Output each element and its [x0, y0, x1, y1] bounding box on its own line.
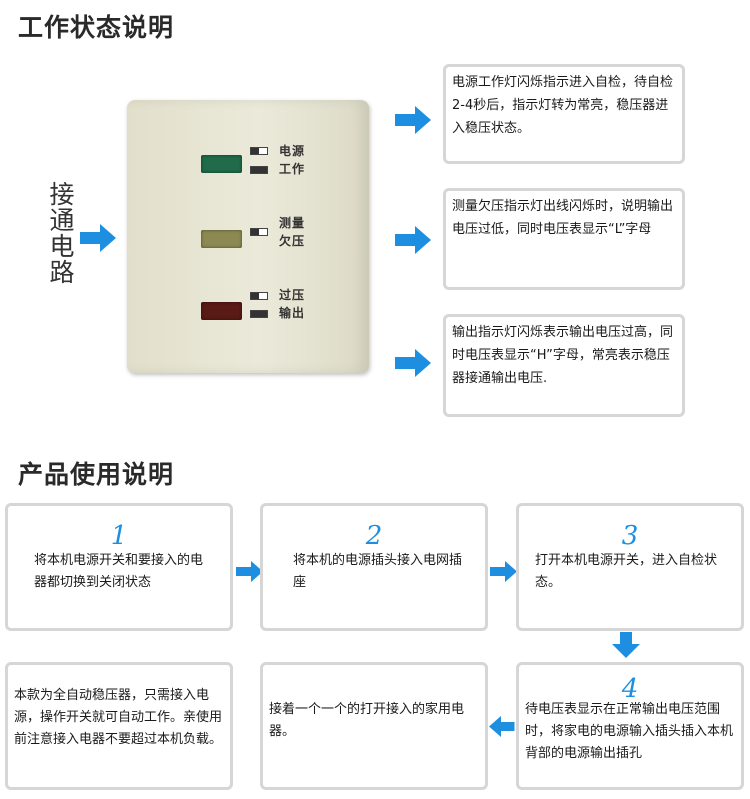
info-text: 测量欠压指示灯出线闪烁时，说明输出电压过低，同时电压表显示“L”字母 [452, 199, 674, 237]
step-text: 待电压表显示在正常输出电压范围时，将家电的电源输入插头插入本机背部的电源输出插孔 [525, 702, 734, 761]
step-text: 接着一个一个的打开接入的家用电器。 [269, 702, 465, 739]
under-voltage-led [201, 230, 242, 248]
over-voltage-led [201, 302, 242, 320]
step-6: 本款为全自动稳压器，只需接入电源，操作开关就可自动工作。亲使用前注意接入电器不要… [5, 662, 233, 790]
power-led [201, 155, 242, 173]
measure-label: 测量 [279, 216, 306, 230]
indicator-panel: 电源 工作 测量 欠压 过压 输出 [127, 100, 369, 373]
step-number: 2 [365, 521, 383, 551]
step-number: 1 [110, 521, 128, 551]
measure-switch-indicator [250, 228, 268, 236]
info-box-under-voltage: 测量欠压指示灯出线闪烁时，说明输出电压过低，同时电压表显示“L”字母 [443, 188, 685, 290]
step-number: 4 [621, 674, 639, 704]
step-number: 3 [621, 521, 639, 551]
work-switch-indicator [250, 166, 268, 174]
over-voltage-label: 过压 [279, 288, 306, 302]
section-title-usage: 产品使用说明 [18, 460, 175, 489]
step-text: 将本机电源开关和要接入的电器都切换到关闭状态 [34, 553, 204, 590]
info-box-output: 输出指示灯闪烁表示输出电压过高，同时电压表显示“H”字母，常亮表示稳压器接通输出… [443, 314, 685, 417]
step-text: 打开本机电源开关，进入自检状态。 [535, 553, 718, 590]
connect-circuit-label: 接 通 电 路 [49, 180, 75, 287]
output-label: 输出 [279, 306, 306, 320]
step-2: 2 将本机的电源插头接入电网插座 [260, 503, 488, 631]
work-label: 工作 [279, 162, 306, 176]
step-text: 将本机的电源插头接入电网插座 [293, 553, 463, 590]
section-title-status: 工作状态说明 [18, 13, 175, 42]
power-label: 电源 [279, 144, 306, 158]
info-text: 电源工作灯闪烁指示进入自检，待自检2-4秒后，指示灯转为常亮，稳压器进入稳压状态… [452, 75, 674, 136]
step-4: 4 待电压表显示在正常输出电压范围时，将家电的电源输入插头插入本机背部的电源输出… [516, 662, 744, 790]
info-text: 输出指示灯闪烁表示输出电压过高，同时电压表显示“H”字母，常亮表示稳压器接通输出… [452, 325, 674, 386]
power-switch-indicator [250, 147, 268, 155]
info-box-power: 电源工作灯闪烁指示进入自检，待自检2-4秒后，指示灯转为常亮，稳压器进入稳压状态… [443, 64, 685, 164]
step-3: 3 打开本机电源开关，进入自检状态。 [516, 503, 744, 631]
step-1: 1 将本机电源开关和要接入的电器都切换到关闭状态 [5, 503, 233, 631]
step-5: 接着一个一个的打开接入的家用电器。 [260, 662, 488, 790]
output-switch-indicator [250, 310, 268, 318]
over-switch-indicator [250, 292, 268, 300]
under-voltage-label: 欠压 [279, 234, 306, 248]
step-text: 本款为全自动稳压器，只需接入电源，操作开关就可自动工作。亲使用前注意接入电器不要… [14, 688, 223, 747]
